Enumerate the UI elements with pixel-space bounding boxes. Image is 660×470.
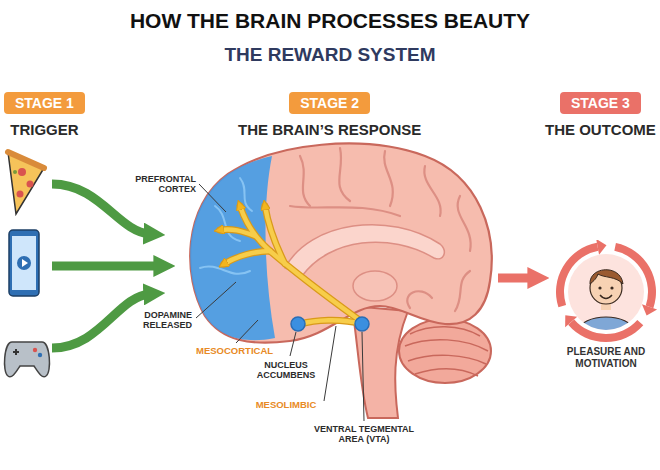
dopamine-pathways (300, 320, 362, 324)
dopamine-pathways (265, 206, 285, 264)
outcome-arrow (498, 274, 534, 283)
outcome-circle: PLEASURE AND MOTIVATION (552, 240, 660, 370)
trigger-icons (5, 152, 50, 377)
dopamine-pathways (224, 251, 270, 264)
stage-header: STAGE 1 TRIGGER (4, 92, 85, 139)
nucleus-accumbens-dot (291, 317, 305, 331)
leader-lines (199, 184, 226, 212)
corpus-callosum (285, 225, 444, 276)
happy-face (590, 270, 623, 284)
happy-face (610, 286, 613, 289)
brainstem (352, 306, 408, 418)
cycle-arrow-head (642, 304, 657, 315)
outcome-circle-shape (556, 240, 657, 342)
dopamine-pathways (240, 206, 362, 322)
part-label: NUCLEUS ACCUMBENS (250, 360, 322, 381)
vta-dot (355, 317, 369, 331)
happy-face (578, 270, 634, 332)
cerebellum (405, 327, 488, 376)
part-label: PREFRONTAL CORTEX (120, 174, 196, 195)
controller-icon (5, 342, 50, 377)
dopamine-pathways (224, 251, 270, 264)
brain-folds (339, 148, 350, 201)
leader-lines (362, 332, 364, 421)
cycle-arrow-head (596, 240, 606, 255)
brain-folds (455, 271, 470, 311)
outcome-label: PLEASURE AND MOTIVATION (552, 346, 660, 370)
part-label: VENTRAL TEGMENTAL AREA (VTA) (308, 424, 420, 445)
stage-heading: THE OUTCOME (545, 121, 656, 139)
cycle-arrow-head (565, 315, 577, 327)
prefrontal-folds (200, 266, 250, 273)
diagram-title: HOW THE BRAIN PROCESSES BEAUTY (0, 8, 660, 33)
dopamine-pathways (240, 206, 362, 322)
pizza-icon (8, 152, 44, 214)
pathway-label: MESOLIMBIC (250, 400, 322, 411)
tablet-icon (17, 256, 31, 270)
tablet-icon (9, 230, 39, 296)
dopamine-pathways (300, 320, 362, 324)
stage-badge: STAGE 1 (4, 92, 85, 114)
happy-face (578, 317, 634, 332)
brain-folds (290, 206, 400, 216)
pizza-icon (8, 152, 44, 214)
brain-folds (407, 291, 432, 308)
cerebellum (399, 319, 491, 383)
outcome-circle-shape (552, 240, 660, 344)
stage-heading: TRIGGER (4, 121, 85, 139)
stage-header: STAGE 2 THE BRAIN’S RESPONSE (238, 92, 421, 139)
pizza-icon (18, 168, 26, 176)
cerebellum (399, 319, 491, 383)
diagram-subtitle: THE REWARD SYSTEM (0, 44, 660, 66)
dopamine-pathways (220, 206, 362, 324)
leader-lines (236, 320, 258, 343)
cerebrum (190, 144, 492, 343)
pizza-icon (27, 181, 34, 188)
prefrontal-folds (215, 206, 240, 241)
controller-icon (13, 349, 19, 355)
controller-icon (5, 342, 50, 377)
trigger-arrows (52, 184, 150, 234)
pizza-icon (13, 170, 17, 174)
happy-face (598, 286, 601, 289)
stage-heading: THE BRAIN’S RESPONSE (238, 121, 421, 139)
controller-icon (38, 353, 42, 357)
stage-badge: STAGE 3 (560, 92, 641, 114)
dopamine-pathways (220, 206, 362, 324)
pathway-label: MESOCORTICAL (196, 346, 286, 357)
tablet-icon (22, 259, 28, 267)
tablet-icon (12, 236, 36, 290)
leader-lines (196, 282, 236, 318)
stage-badge: STAGE 2 (289, 92, 370, 114)
dopamine-pathways (220, 229, 255, 236)
tablet-icon (9, 230, 39, 296)
prefrontal-region (190, 156, 275, 340)
happy-face (600, 295, 612, 299)
brain-folds (424, 166, 440, 216)
brain-folds (300, 156, 310, 206)
brain-illustration (190, 144, 492, 418)
trigger-arrows (52, 294, 150, 348)
part-label: DOPAMINE RELEASED (116, 310, 192, 331)
pizza-icon (8, 152, 44, 168)
pizza-icon (17, 191, 24, 198)
brain-folds (458, 196, 471, 251)
leader-lines (324, 326, 336, 401)
stage-header: STAGE 3 THE OUTCOME (545, 92, 656, 139)
leader-lines (196, 184, 364, 421)
controller-icon (33, 348, 37, 352)
dopamine-pathways (220, 206, 362, 324)
thalamus (353, 271, 397, 301)
brain-folds (384, 151, 393, 206)
trigger-arrows (52, 262, 160, 271)
outcome-circle-shape (578, 270, 634, 332)
leader-lines (290, 332, 296, 356)
